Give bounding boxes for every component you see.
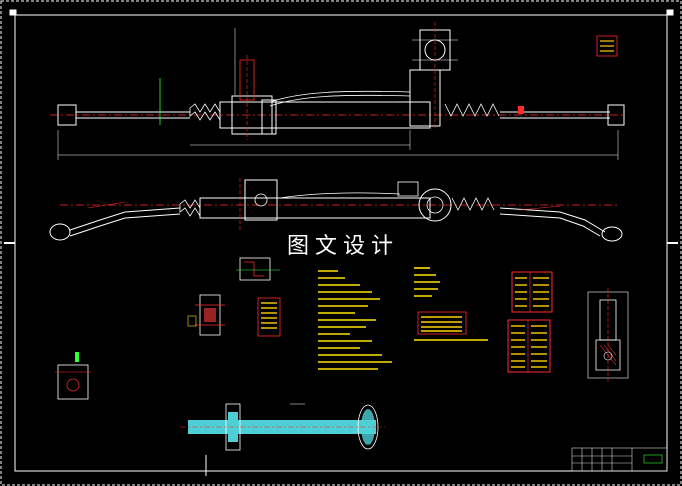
section-shaft-view — [180, 403, 385, 451]
parts-list-table-upper — [511, 271, 553, 313]
top-right-legend-table — [596, 35, 618, 57]
detail-view-bracket — [55, 352, 91, 400]
title-block — [571, 447, 668, 472]
detail-view-clamp — [187, 294, 225, 336]
parts-list-table-lower — [507, 319, 551, 373]
top-assembly-view — [50, 22, 625, 160]
small-parts-table — [257, 297, 281, 337]
pinion-housing-detail — [587, 288, 629, 382]
technical-parameters-table — [417, 311, 467, 335]
technical-notes-left — [318, 270, 392, 370]
watermark-text: 图文设计 — [270, 230, 416, 259]
technical-notes-right — [414, 267, 488, 341]
detail-view-upper — [236, 257, 280, 281]
front-assembly-view — [49, 178, 623, 242]
